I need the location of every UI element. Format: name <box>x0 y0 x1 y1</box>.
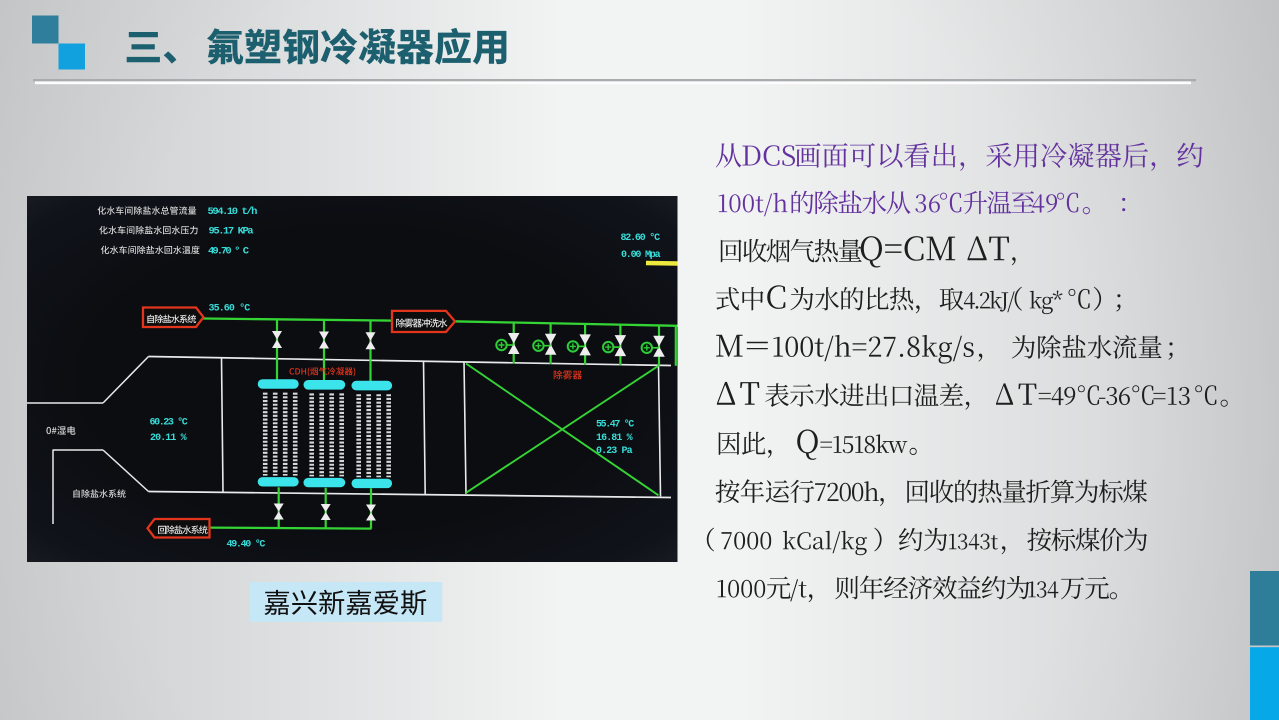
svg-text:35.60 °C: 35.60 °C <box>209 303 251 315</box>
svg-text:16.81 %: 16.81 % <box>596 433 633 444</box>
svg-text:0.00 Mpa: 0.00 Mpa <box>621 250 661 261</box>
svg-text:55.47 °C: 55.47 °C <box>596 419 634 431</box>
svg-text:594.10 t/h: 594.10 t/h <box>208 206 258 218</box>
svg-text:49.70 ° C: 49.70 ° C <box>208 245 250 257</box>
svg-text:95.17 KPa: 95.17 KPa <box>209 226 255 238</box>
svg-text:49.40 °C: 49.40 °C <box>227 538 266 550</box>
svg-text:0.23 Pa: 0.23 Pa <box>596 446 633 457</box>
svg-text:60.23 °C: 60.23 °C <box>150 417 188 429</box>
svg-text:82.60 °C: 82.60 °C <box>621 232 661 244</box>
svg-text:20.11 %: 20.11 % <box>150 433 187 444</box>
